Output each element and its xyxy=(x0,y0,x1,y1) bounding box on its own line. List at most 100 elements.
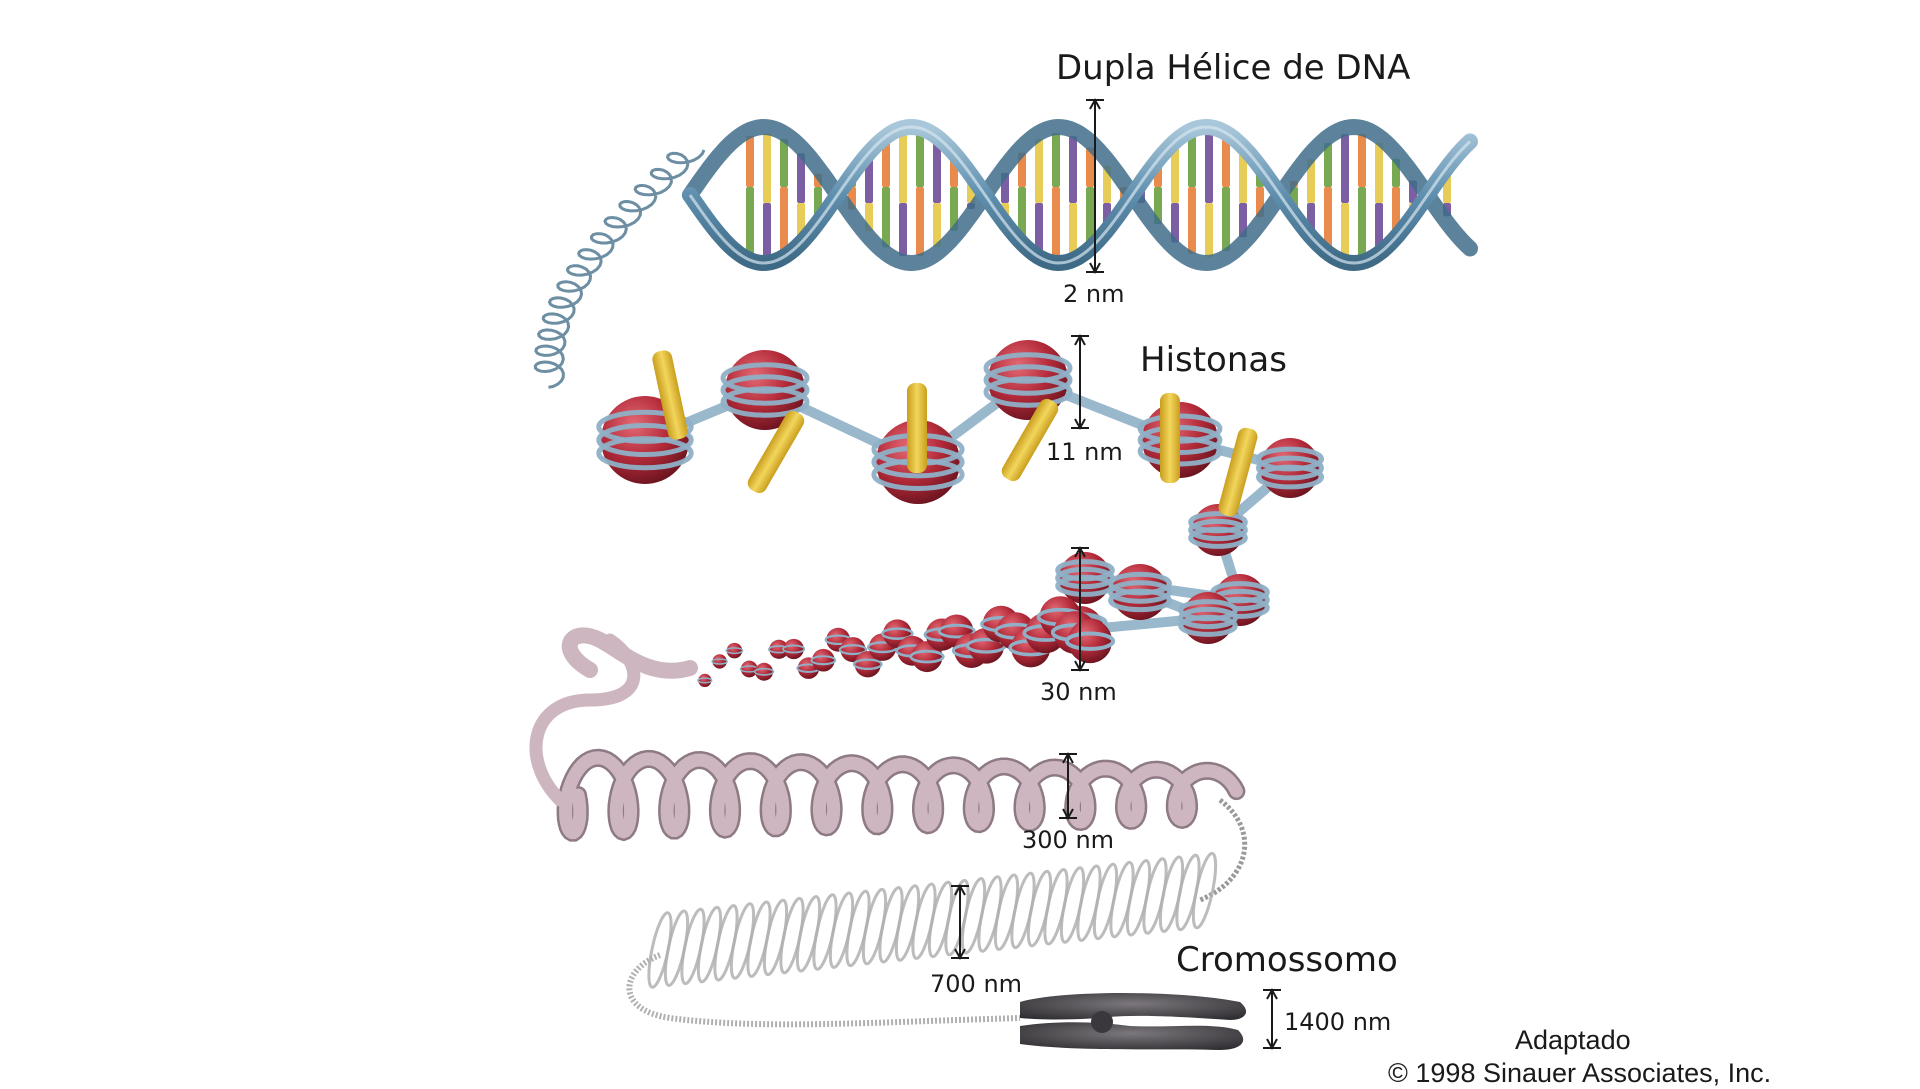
dna-wrap xyxy=(983,376,1073,408)
fiber-nucleosome xyxy=(740,660,758,678)
chromatid-bottom xyxy=(1020,1022,1244,1050)
base-pair-half xyxy=(933,203,941,248)
base-pair-half xyxy=(1188,187,1196,254)
coil-loop xyxy=(828,891,855,969)
dna-coiled-tail xyxy=(533,149,706,389)
measure-1400nm-label: 1400 nm xyxy=(1284,1008,1392,1036)
fiber-nucleosome xyxy=(755,662,774,681)
base-pair-half xyxy=(1171,147,1179,203)
base-pair-half xyxy=(1341,203,1349,256)
h1-linker-protein xyxy=(907,383,927,473)
measure-11nm-label: 11 nm xyxy=(1046,438,1123,466)
base-pair-half xyxy=(1358,134,1366,187)
fiber-wrap xyxy=(725,647,744,655)
base-pair-half xyxy=(1018,152,1026,187)
base-pair-half xyxy=(1188,136,1196,187)
measure-arrowhead xyxy=(1089,262,1101,275)
base-pair-half xyxy=(882,187,890,248)
coil-loop xyxy=(977,875,1003,953)
fiber-connector xyxy=(1199,798,1248,903)
fiber-nucleosome xyxy=(712,654,727,669)
fiber-nucleosome xyxy=(1068,619,1112,664)
fiber-wrap xyxy=(852,658,883,670)
base-pair-half xyxy=(1052,187,1060,257)
coil-loop xyxy=(911,882,937,960)
coil-loop xyxy=(696,905,723,984)
fiber-wrap xyxy=(881,627,914,640)
credit-copyright: © 1998 Sinauer Associates, Inc. xyxy=(1388,1058,1772,1088)
base-pair-half xyxy=(1035,138,1043,203)
base-pair-half xyxy=(1392,187,1400,232)
measure-30nm-label: 30 nm xyxy=(1040,678,1117,706)
measure-2nm-label: 2 nm xyxy=(1063,280,1125,308)
base-pair-half xyxy=(1205,133,1213,203)
coil-loop xyxy=(861,887,888,966)
coil-loop xyxy=(1175,853,1201,932)
measure-arrowhead xyxy=(954,883,966,896)
histone-nucleosome-chain xyxy=(596,340,1324,654)
base-pair-half xyxy=(1324,142,1332,187)
measure-arrowhead xyxy=(1074,545,1086,558)
fiber-nucleosome xyxy=(783,638,804,660)
fiber-nucleosome xyxy=(769,639,789,659)
base-pair-half xyxy=(1324,187,1332,248)
measure-arrowhead xyxy=(1089,97,1101,110)
h1-linker-protein xyxy=(747,410,805,494)
dna-double-helix xyxy=(533,118,1478,389)
base-pair-half xyxy=(780,139,788,187)
fiber-wrap xyxy=(711,658,728,665)
coil-loop xyxy=(993,873,1020,951)
base-pair-half xyxy=(1222,187,1230,252)
base-pair-half xyxy=(1086,147,1094,187)
histones-title: Histonas xyxy=(1140,340,1287,380)
base-pair-half xyxy=(916,187,924,256)
coil-loop xyxy=(1191,851,1218,930)
coil-loop xyxy=(746,900,772,978)
h1-linker-protein xyxy=(652,350,688,440)
coil-loop xyxy=(663,909,690,987)
measure-arrowhead xyxy=(1266,987,1278,1000)
coil-loop xyxy=(647,911,673,989)
dna-wrap xyxy=(1188,526,1248,549)
dna-strand-back xyxy=(682,118,1478,272)
coil-loop xyxy=(1092,862,1119,941)
coil-loop xyxy=(878,886,904,964)
fiber-wrap xyxy=(838,644,868,656)
fiber-wrap xyxy=(1064,631,1116,651)
fiber-wrap xyxy=(937,623,976,639)
base-pair-half xyxy=(1069,203,1077,254)
base-pair-half xyxy=(1375,203,1383,248)
dna-wrap xyxy=(983,364,1073,396)
measure-arrowhead xyxy=(1074,660,1086,673)
dna-wrap xyxy=(1256,455,1324,481)
base-pair-half xyxy=(763,133,771,203)
dna-wrap xyxy=(1108,580,1172,604)
dna-wrap xyxy=(720,374,810,406)
coil-loop xyxy=(1125,859,1152,937)
loop-fiber-link xyxy=(529,633,641,807)
dna-wrap xyxy=(1178,614,1238,637)
base-pair-half xyxy=(1052,133,1060,187)
coil-loop xyxy=(1043,868,1069,946)
fiber-wrap xyxy=(909,649,945,664)
base-pair-half xyxy=(1205,203,1213,257)
base-pair-half xyxy=(797,203,805,237)
base-pair-half xyxy=(950,187,958,231)
dna-wrap xyxy=(1108,588,1172,613)
base-pair-half xyxy=(899,134,907,203)
coil-loop xyxy=(894,884,921,962)
coil-tail xyxy=(626,952,1021,1028)
centromere xyxy=(1091,1011,1113,1033)
300nm-fiber xyxy=(529,633,1248,903)
dna-helix-title: Dupla Hélice de DNA xyxy=(1056,48,1411,88)
base-pair-half xyxy=(746,135,754,187)
measure-arrowhead xyxy=(1266,1038,1278,1051)
base-pair-half xyxy=(1222,138,1230,187)
dna-wrap xyxy=(596,436,694,471)
dna-strand-highlight xyxy=(688,125,1472,265)
dna-wrap xyxy=(720,386,810,418)
h1-linker-protein xyxy=(1001,398,1059,482)
base-pair-half xyxy=(882,142,890,187)
coil-loop xyxy=(1142,857,1168,935)
